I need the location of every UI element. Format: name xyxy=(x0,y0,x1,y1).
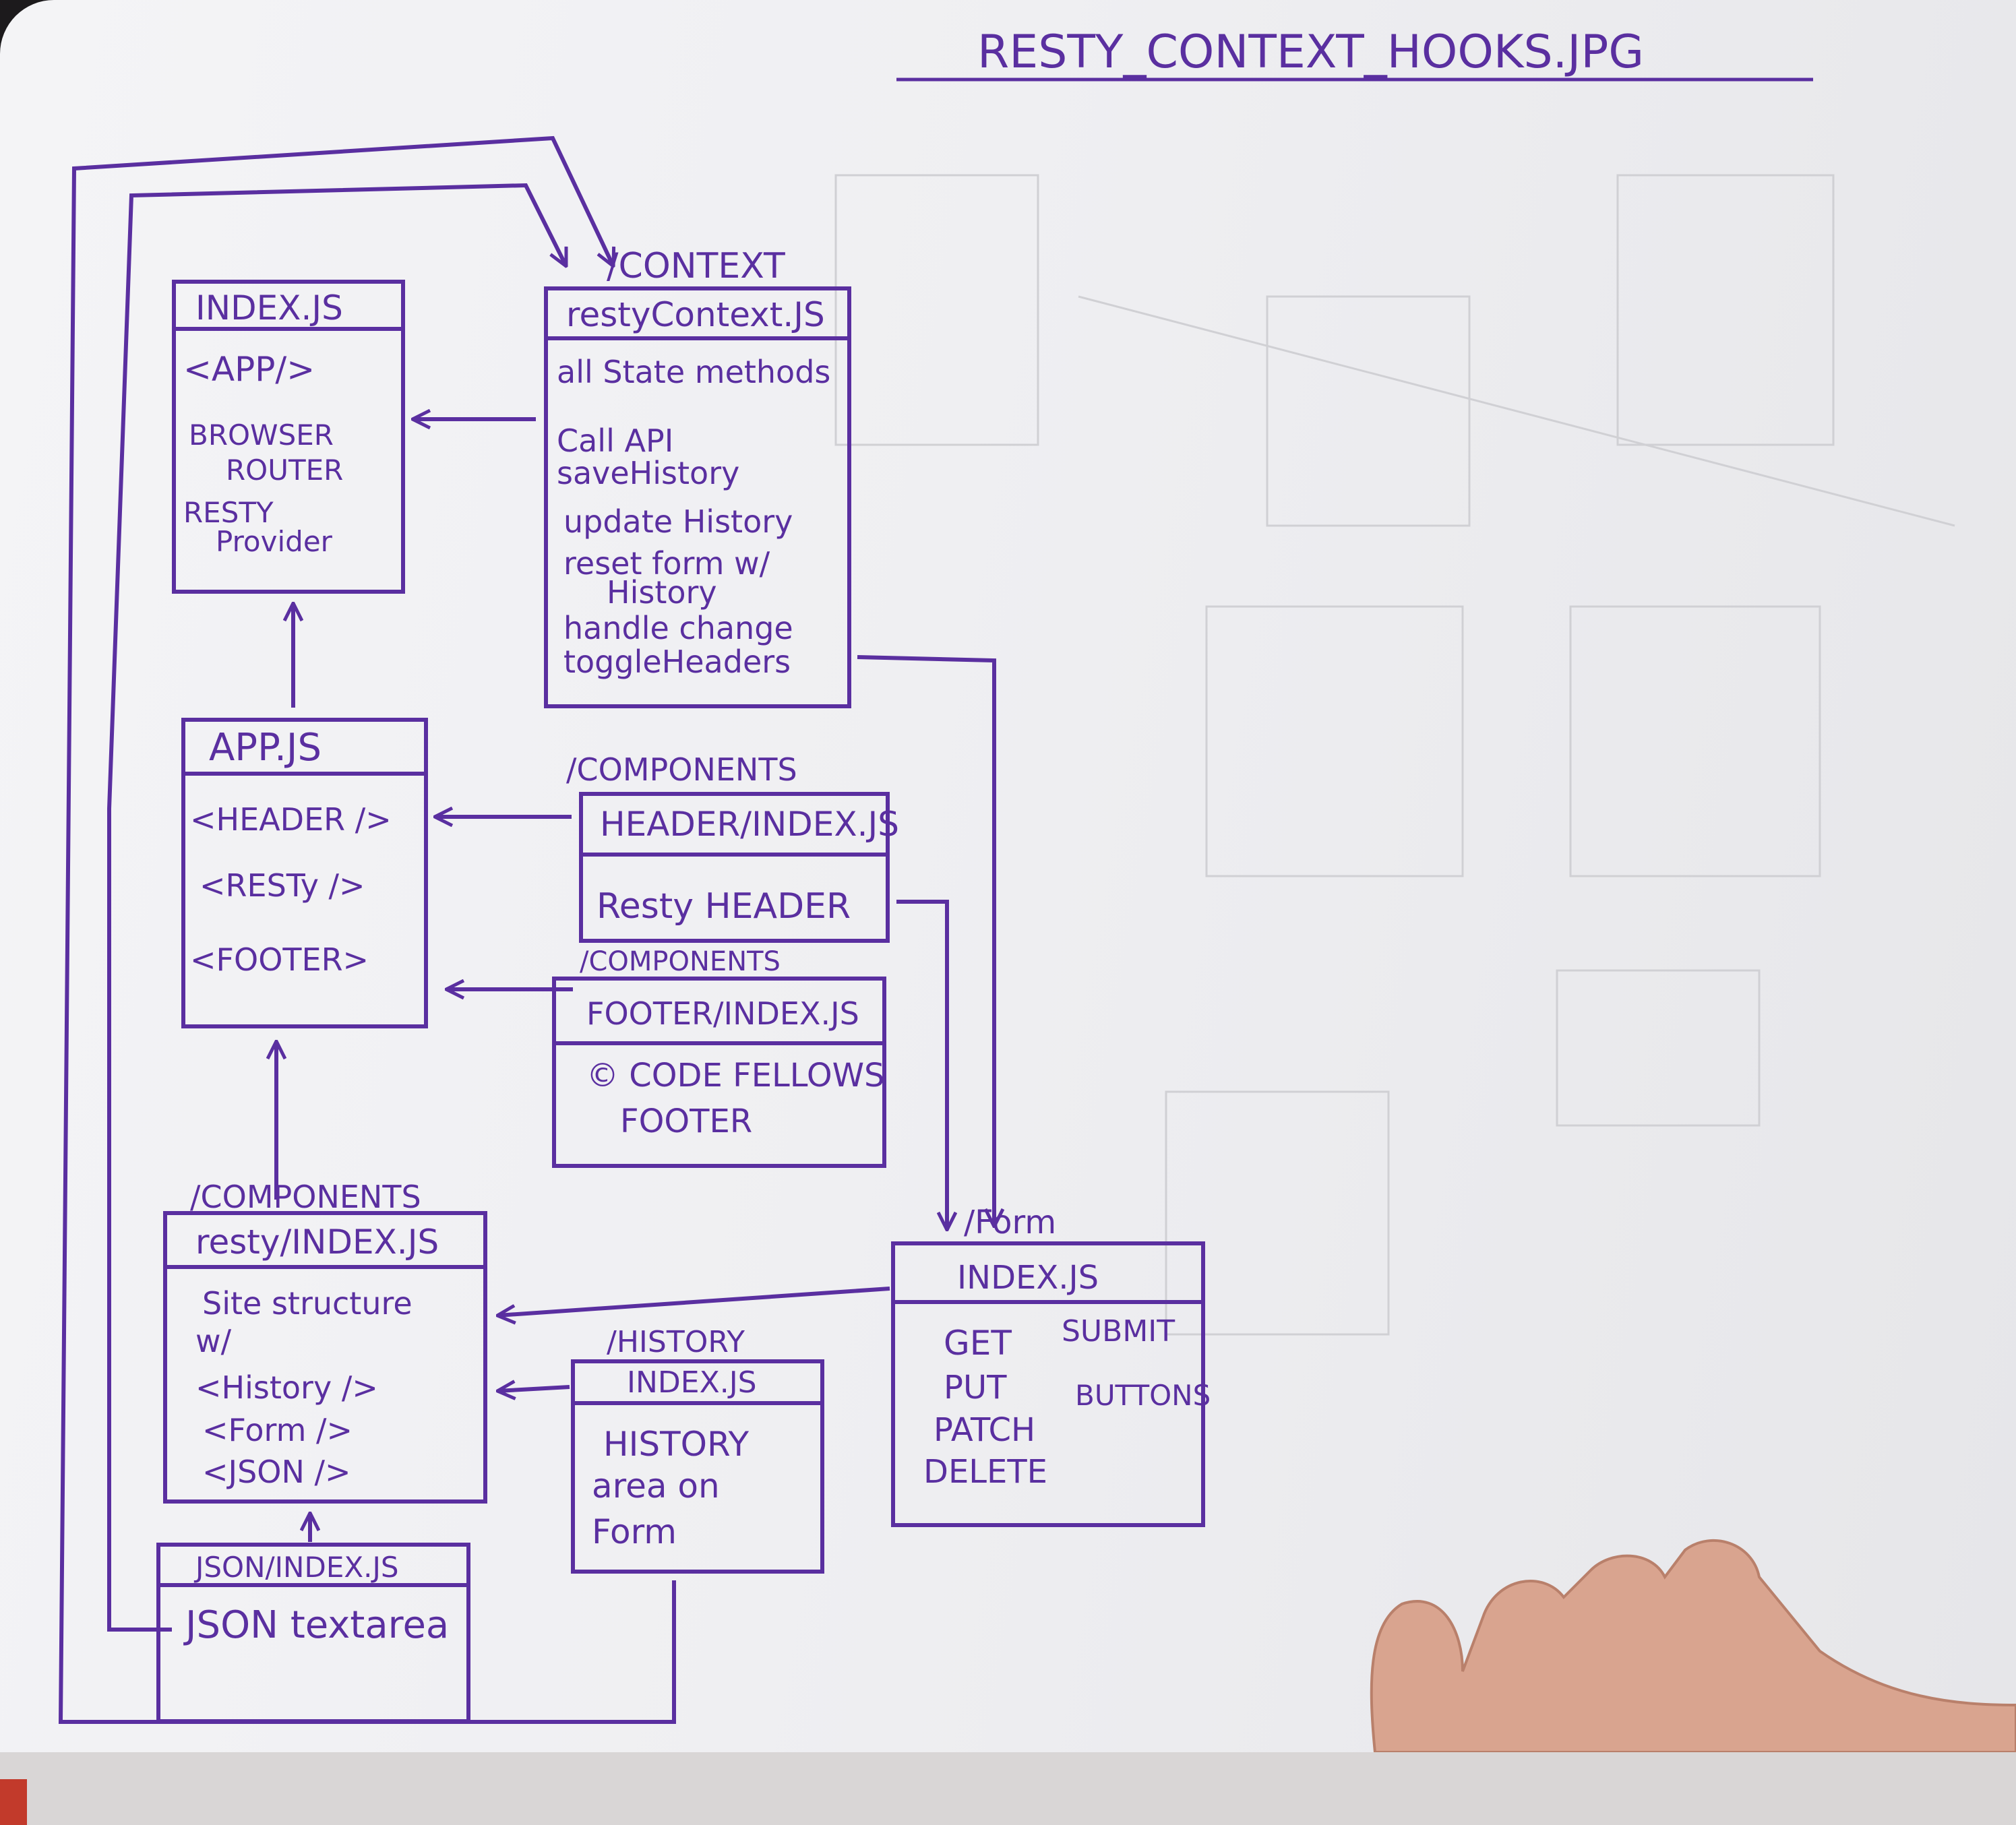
header-folder-label: /COMPONENTS xyxy=(566,751,797,788)
index-js-line: Provider xyxy=(216,525,333,558)
form-component-line: PUT xyxy=(944,1369,1007,1406)
index-js-line: <APP/> xyxy=(183,350,315,389)
page-edge xyxy=(0,1752,2016,1825)
resty-component-line: <History /> xyxy=(195,1369,378,1406)
context-line: update History xyxy=(563,503,793,540)
index-js-header: INDEX.JS xyxy=(195,288,343,328)
resty-component-line: Site structure xyxy=(202,1285,413,1322)
context-line: all State methods xyxy=(557,354,830,390)
arrow-header-to-form xyxy=(896,900,947,1230)
app-js-line: <FOOTER> xyxy=(190,941,369,978)
connectors xyxy=(58,135,994,1724)
resty-folder-label: /COMPONENTS xyxy=(190,1179,421,1215)
json-component-header: JSON/INDEX.JS xyxy=(193,1551,399,1584)
index-js-line: BROWSER xyxy=(189,419,334,452)
form-component-line: SUBMIT xyxy=(1062,1314,1175,1349)
diagram-canvas: RESTY_CONTEXT_HOOKS.JPG INDEX.JS <APP/> … xyxy=(58,26,2016,1752)
hand-photo-artifact xyxy=(1370,1539,2016,1752)
json-component-box: JSON/INDEX.JS JSON textarea xyxy=(156,1543,470,1723)
app-js-header: APP.JS xyxy=(209,726,322,770)
arrow-json-loop-to-context xyxy=(107,183,568,1632)
json-component-line: JSON textarea xyxy=(183,1603,449,1647)
bleed-through-sketch xyxy=(834,174,1955,1336)
app-js-box: APP.JS <HEADER /> <RESTy /> <FOOTER> xyxy=(181,718,428,1028)
header-component-box: /COMPONENTS HEADER/INDEX.JS Resty HEADER xyxy=(566,751,899,943)
form-component-line: BUTTONS xyxy=(1075,1379,1211,1412)
footer-component-box: /COMPONENTS FOOTER/INDEX.JS © CODE FELLO… xyxy=(552,946,886,1168)
footer-component-line: FOOTER xyxy=(620,1103,752,1140)
history-folder-label: /HISTORY xyxy=(607,1325,745,1359)
arrow-form-to-resty xyxy=(497,1287,890,1316)
footer-component-header: FOOTER/INDEX.JS xyxy=(586,995,859,1032)
history-component-box: /HISTORY INDEX.JS HISTORY area on Form xyxy=(571,1325,824,1574)
form-component-box: /Form INDEX.JS GET PUT PATCH DELETE SUBM… xyxy=(891,1204,1211,1527)
resty-component-box: /COMPONENTS resty/INDEX.JS Site structur… xyxy=(163,1179,487,1504)
footer-folder-label: /COMPONENTS xyxy=(580,946,781,977)
header-component-header: HEADER/INDEX.JS xyxy=(600,805,899,844)
context-folder-label: /CONTEXT xyxy=(607,246,785,286)
page-edge-bookmark xyxy=(0,1779,27,1825)
history-component-line: HISTORY xyxy=(603,1425,750,1464)
context-line: History xyxy=(607,574,717,611)
index-js-line: ROUTER xyxy=(226,454,343,487)
context-line: Call API xyxy=(557,423,673,459)
context-line: handle change xyxy=(563,610,793,646)
history-component-header: INDEX.JS xyxy=(627,1365,757,1400)
title-text: RESTY_CONTEXT_HOOKS.JPG xyxy=(977,26,1644,79)
arrow-history-loop-to-context xyxy=(58,135,676,1724)
resty-component-line: <JSON /> xyxy=(202,1454,351,1490)
context-line: toggleHeaders xyxy=(563,644,791,680)
arrow-context-to-form xyxy=(857,655,994,1227)
form-component-line: GET xyxy=(944,1324,1012,1363)
header-component-line: Resty HEADER xyxy=(597,886,851,927)
footer-component-line: © CODE FELLOWS xyxy=(586,1057,885,1094)
context-line: saveHistory xyxy=(557,455,739,491)
form-folder-label: /Form xyxy=(964,1204,1056,1241)
resty-component-header: resty/INDEX.JS xyxy=(195,1223,439,1262)
index-js-line: RESTY xyxy=(183,496,274,529)
context-line: reset form w/ xyxy=(563,545,770,582)
resty-component-line: <Form /> xyxy=(202,1412,353,1448)
history-component-line: area on xyxy=(592,1466,720,1506)
index-js-box: INDEX.JS <APP/> BROWSER ROUTER RESTY Pro… xyxy=(172,280,405,594)
app-js-line: <RESTy /> xyxy=(200,867,365,904)
page-title: RESTY_CONTEXT_HOOKS.JPG xyxy=(896,26,1813,82)
arrow-history-to-resty xyxy=(497,1387,570,1391)
form-component-line: DELETE xyxy=(923,1453,1047,1491)
app-js-line: <HEADER /> xyxy=(190,801,392,838)
context-header: restyContext.JS xyxy=(566,295,825,334)
history-component-line: Form xyxy=(592,1512,677,1551)
form-component-header: INDEX.JS xyxy=(957,1259,1099,1297)
form-component-line: PATCH xyxy=(934,1411,1035,1449)
context-box: /CONTEXT restyContext.JS all State metho… xyxy=(544,246,851,708)
resty-component-line: w/ xyxy=(195,1323,232,1359)
